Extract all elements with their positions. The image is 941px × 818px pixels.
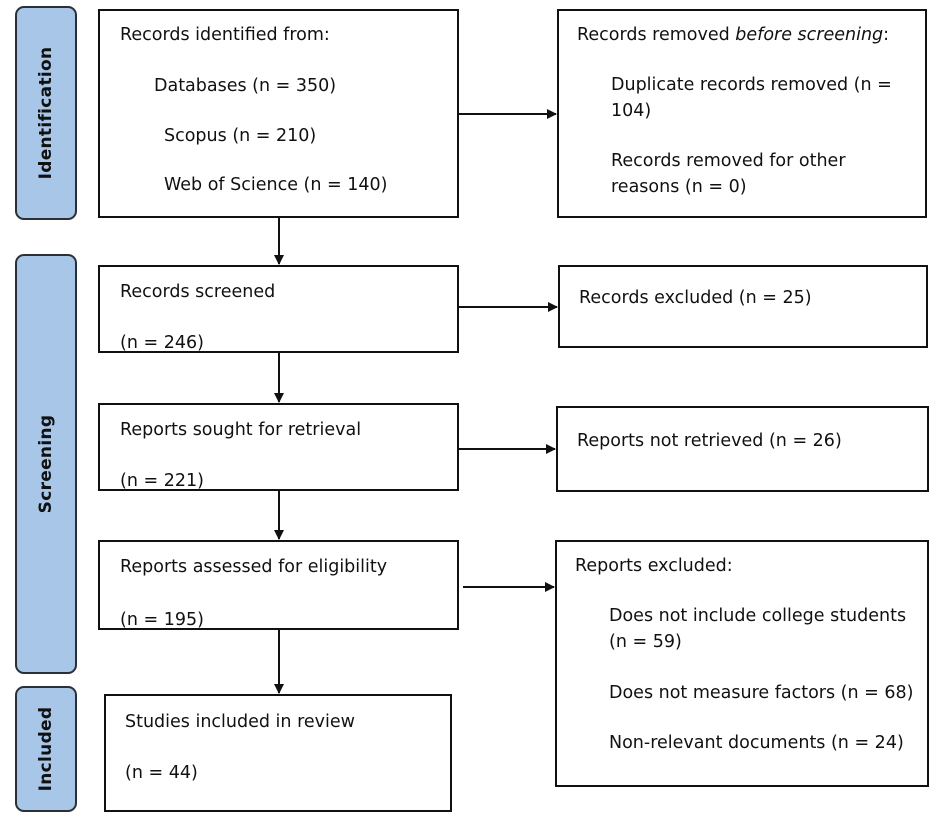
records-removed-box: Records removed before screening: Duplic… [557, 9, 927, 218]
exclusion-reason-2: Does not measure factors (n = 68) [609, 683, 914, 703]
reports-assessed-box: Reports assessed for eligibility (n = 19… [98, 540, 459, 630]
reports-assessed-count: (n = 195) [120, 610, 204, 630]
reports-sought-box: Reports sought for retrieval (n = 221) [98, 403, 459, 491]
phase-identification: Identification [15, 6, 77, 220]
duplicates-removed-line1: Duplicate records removed (n = [611, 75, 892, 95]
reports-sought-count: (n = 221) [120, 471, 204, 491]
exclusion-reason-1-line2: (n = 59) [609, 632, 682, 652]
studies-included-label: Studies included in review [125, 712, 355, 732]
records-identified-heading: Records identified from: [120, 25, 330, 45]
records-excluded-label: Records excluded (n = 25) [579, 288, 812, 308]
other-removed-line2: reasons (n = 0) [611, 177, 747, 197]
reports-not-retrieved-box: Reports not retrieved (n = 26) [556, 406, 929, 492]
reports-sought-label: Reports sought for retrieval [120, 420, 362, 440]
exclusion-reason-3: Non-relevant documents (n = 24) [609, 733, 904, 753]
reports-excluded-heading: Reports excluded: [575, 556, 733, 576]
scopus-count: Scopus (n = 210) [164, 126, 317, 146]
records-identified-box: Records identified from: Databases (n = … [98, 9, 459, 218]
other-removed-line1: Records removed for other [611, 151, 846, 171]
phase-included: Included [15, 686, 77, 812]
exclusion-reason-1-line1: Does not include college students [609, 606, 907, 626]
reports-not-retrieved-label: Reports not retrieved (n = 26) [577, 431, 842, 451]
records-removed-heading: Records removed before screening: [577, 25, 890, 45]
studies-included-count: (n = 44) [125, 763, 198, 783]
duplicates-removed-line2: 104) [611, 101, 652, 121]
studies-included-box: Studies included in review (n = 44) [104, 694, 452, 812]
records-screened-box: Records screened (n = 246) [98, 265, 459, 353]
records-excluded-box: Records excluded (n = 25) [558, 265, 928, 348]
reports-assessed-label: Reports assessed for eligibility [120, 557, 388, 577]
records-screened-label: Records screened [120, 282, 276, 302]
phase-screening: Screening [15, 254, 77, 674]
records-screened-count: (n = 246) [120, 333, 204, 353]
databases-count: Databases (n = 350) [154, 76, 337, 96]
reports-excluded-box: Reports excluded: Does not include colle… [555, 540, 929, 787]
web-of-science-count: Web of Science (n = 140) [164, 175, 388, 195]
